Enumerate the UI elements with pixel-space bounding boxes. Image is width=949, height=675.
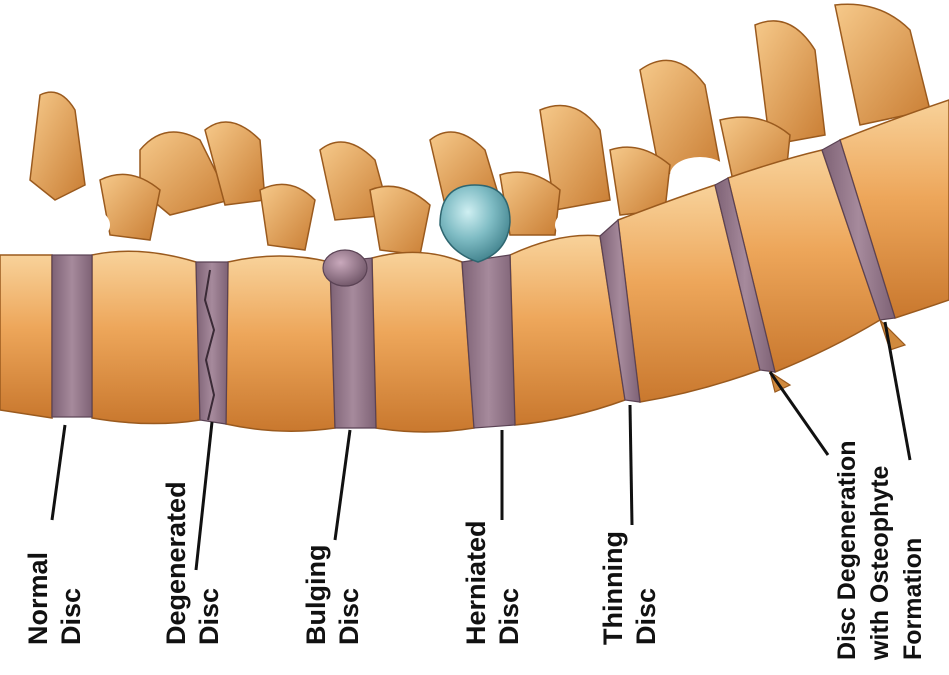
svg-text:Disc: Disc [494, 588, 524, 645]
herniation-mass [440, 185, 510, 262]
normal-disc [52, 255, 92, 417]
svg-text:Disc Degeneration: Disc Degeneration [833, 440, 861, 660]
svg-text:Disc: Disc [194, 588, 224, 645]
label-thinning-disc: Thinning Disc [598, 531, 661, 645]
svg-text:Disc: Disc [334, 588, 364, 645]
svg-text:Bulging: Bulging [301, 545, 331, 645]
label-normal-disc: Normal Disc [23, 552, 86, 645]
svg-text:Thinning: Thinning [598, 531, 628, 645]
svg-text:Disc: Disc [56, 588, 86, 645]
label-osteophyte-disc: Disc Degeneration with Osteophyte Format… [833, 440, 927, 661]
svg-text:Formation: Formation [899, 538, 927, 660]
svg-text:Degenerated: Degenerated [161, 481, 191, 645]
bulge-mass [323, 250, 367, 286]
label-herniated-disc: Herniated Disc [461, 520, 524, 645]
svg-text:with Osteophyte: with Osteophyte [866, 465, 894, 661]
label-degenerated-disc: Degenerated Disc [161, 481, 224, 645]
svg-text:Normal: Normal [23, 552, 53, 645]
label-bulging-disc: Bulging Disc [301, 545, 364, 645]
svg-text:Disc: Disc [631, 588, 661, 645]
svg-text:Herniated: Herniated [461, 520, 491, 645]
